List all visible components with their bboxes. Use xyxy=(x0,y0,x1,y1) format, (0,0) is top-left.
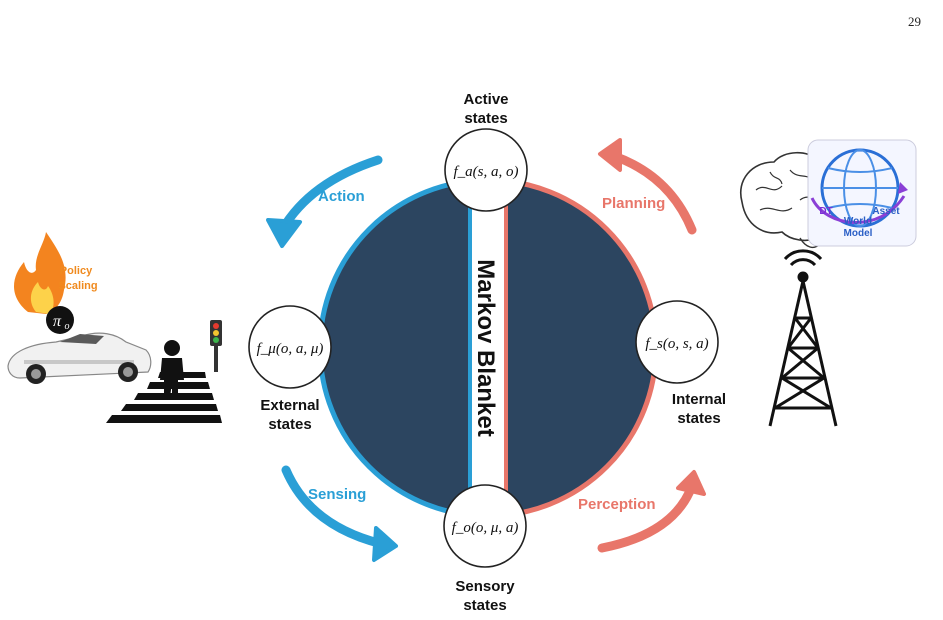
world-model-dt: DT xyxy=(819,206,832,217)
sensing-arrow xyxy=(281,465,398,562)
flow-label-perception: Perception xyxy=(578,496,656,513)
markov-blanket-label: Markov Blanket xyxy=(472,259,499,436)
label-external-line2: states xyxy=(268,416,312,433)
traffic-light-icon xyxy=(210,320,222,372)
car-icon xyxy=(7,332,152,384)
fire-icon xyxy=(14,232,66,314)
page-number: 29 xyxy=(908,14,921,29)
policy-badge: π o xyxy=(46,306,74,334)
policy-symbol: π xyxy=(53,313,62,330)
perception-arrow xyxy=(597,470,706,553)
flow-label-sensing: Sensing xyxy=(308,486,367,503)
blanket-band xyxy=(470,180,506,516)
action-arrow xyxy=(266,155,383,248)
planning-arrow xyxy=(598,138,697,235)
label-active-line1: Active xyxy=(463,91,509,108)
label-internal-states: Internal states xyxy=(654,390,744,428)
blanket-band-salmon-edge xyxy=(504,180,508,516)
label-sensory-line1: Sensory xyxy=(455,578,515,595)
blanket-band-blue-edge xyxy=(468,180,472,516)
world-model-line2: Model xyxy=(844,228,873,239)
label-external-states: External states xyxy=(245,396,335,434)
formula-sensory: f_o(o, μ, a) xyxy=(452,520,519,536)
node-sensory: f_o(o, μ, a) xyxy=(443,484,527,568)
label-active-states: Active states xyxy=(446,90,526,128)
formula-active: f_a(s, a, o) xyxy=(454,164,519,180)
crosswalk-icon xyxy=(106,372,222,423)
pedestrian-icon xyxy=(160,340,184,398)
policy-subscript: o xyxy=(65,321,70,332)
flow-label-planning: Planning xyxy=(602,195,666,212)
label-external-line1: External xyxy=(260,397,320,414)
label-internal-line2: states xyxy=(677,410,721,427)
node-internal: f_s(o, s, a) xyxy=(635,300,719,384)
world-model-globe-icon xyxy=(807,139,917,247)
node-active: f_a(s, a, o) xyxy=(444,128,528,212)
tower-icon xyxy=(768,249,838,427)
label-sensory-line2: states xyxy=(463,597,507,614)
world-model-asset: Asset xyxy=(872,206,900,217)
flow-label-action: Action xyxy=(318,188,365,205)
policy-label-line1: Policy xyxy=(60,265,93,277)
formula-internal: f_s(o, s, a) xyxy=(645,336,708,352)
formula-external: f_μ(o, a, μ) xyxy=(257,341,324,357)
node-external: f_μ(o, a, μ) xyxy=(248,305,332,389)
world-model-line1: World xyxy=(844,216,872,227)
label-active-line2: states xyxy=(464,110,508,127)
policy-label-line2: Scaling xyxy=(58,280,97,292)
label-internal-line1: Internal xyxy=(671,391,727,408)
label-sensory-states: Sensory states xyxy=(445,577,525,615)
